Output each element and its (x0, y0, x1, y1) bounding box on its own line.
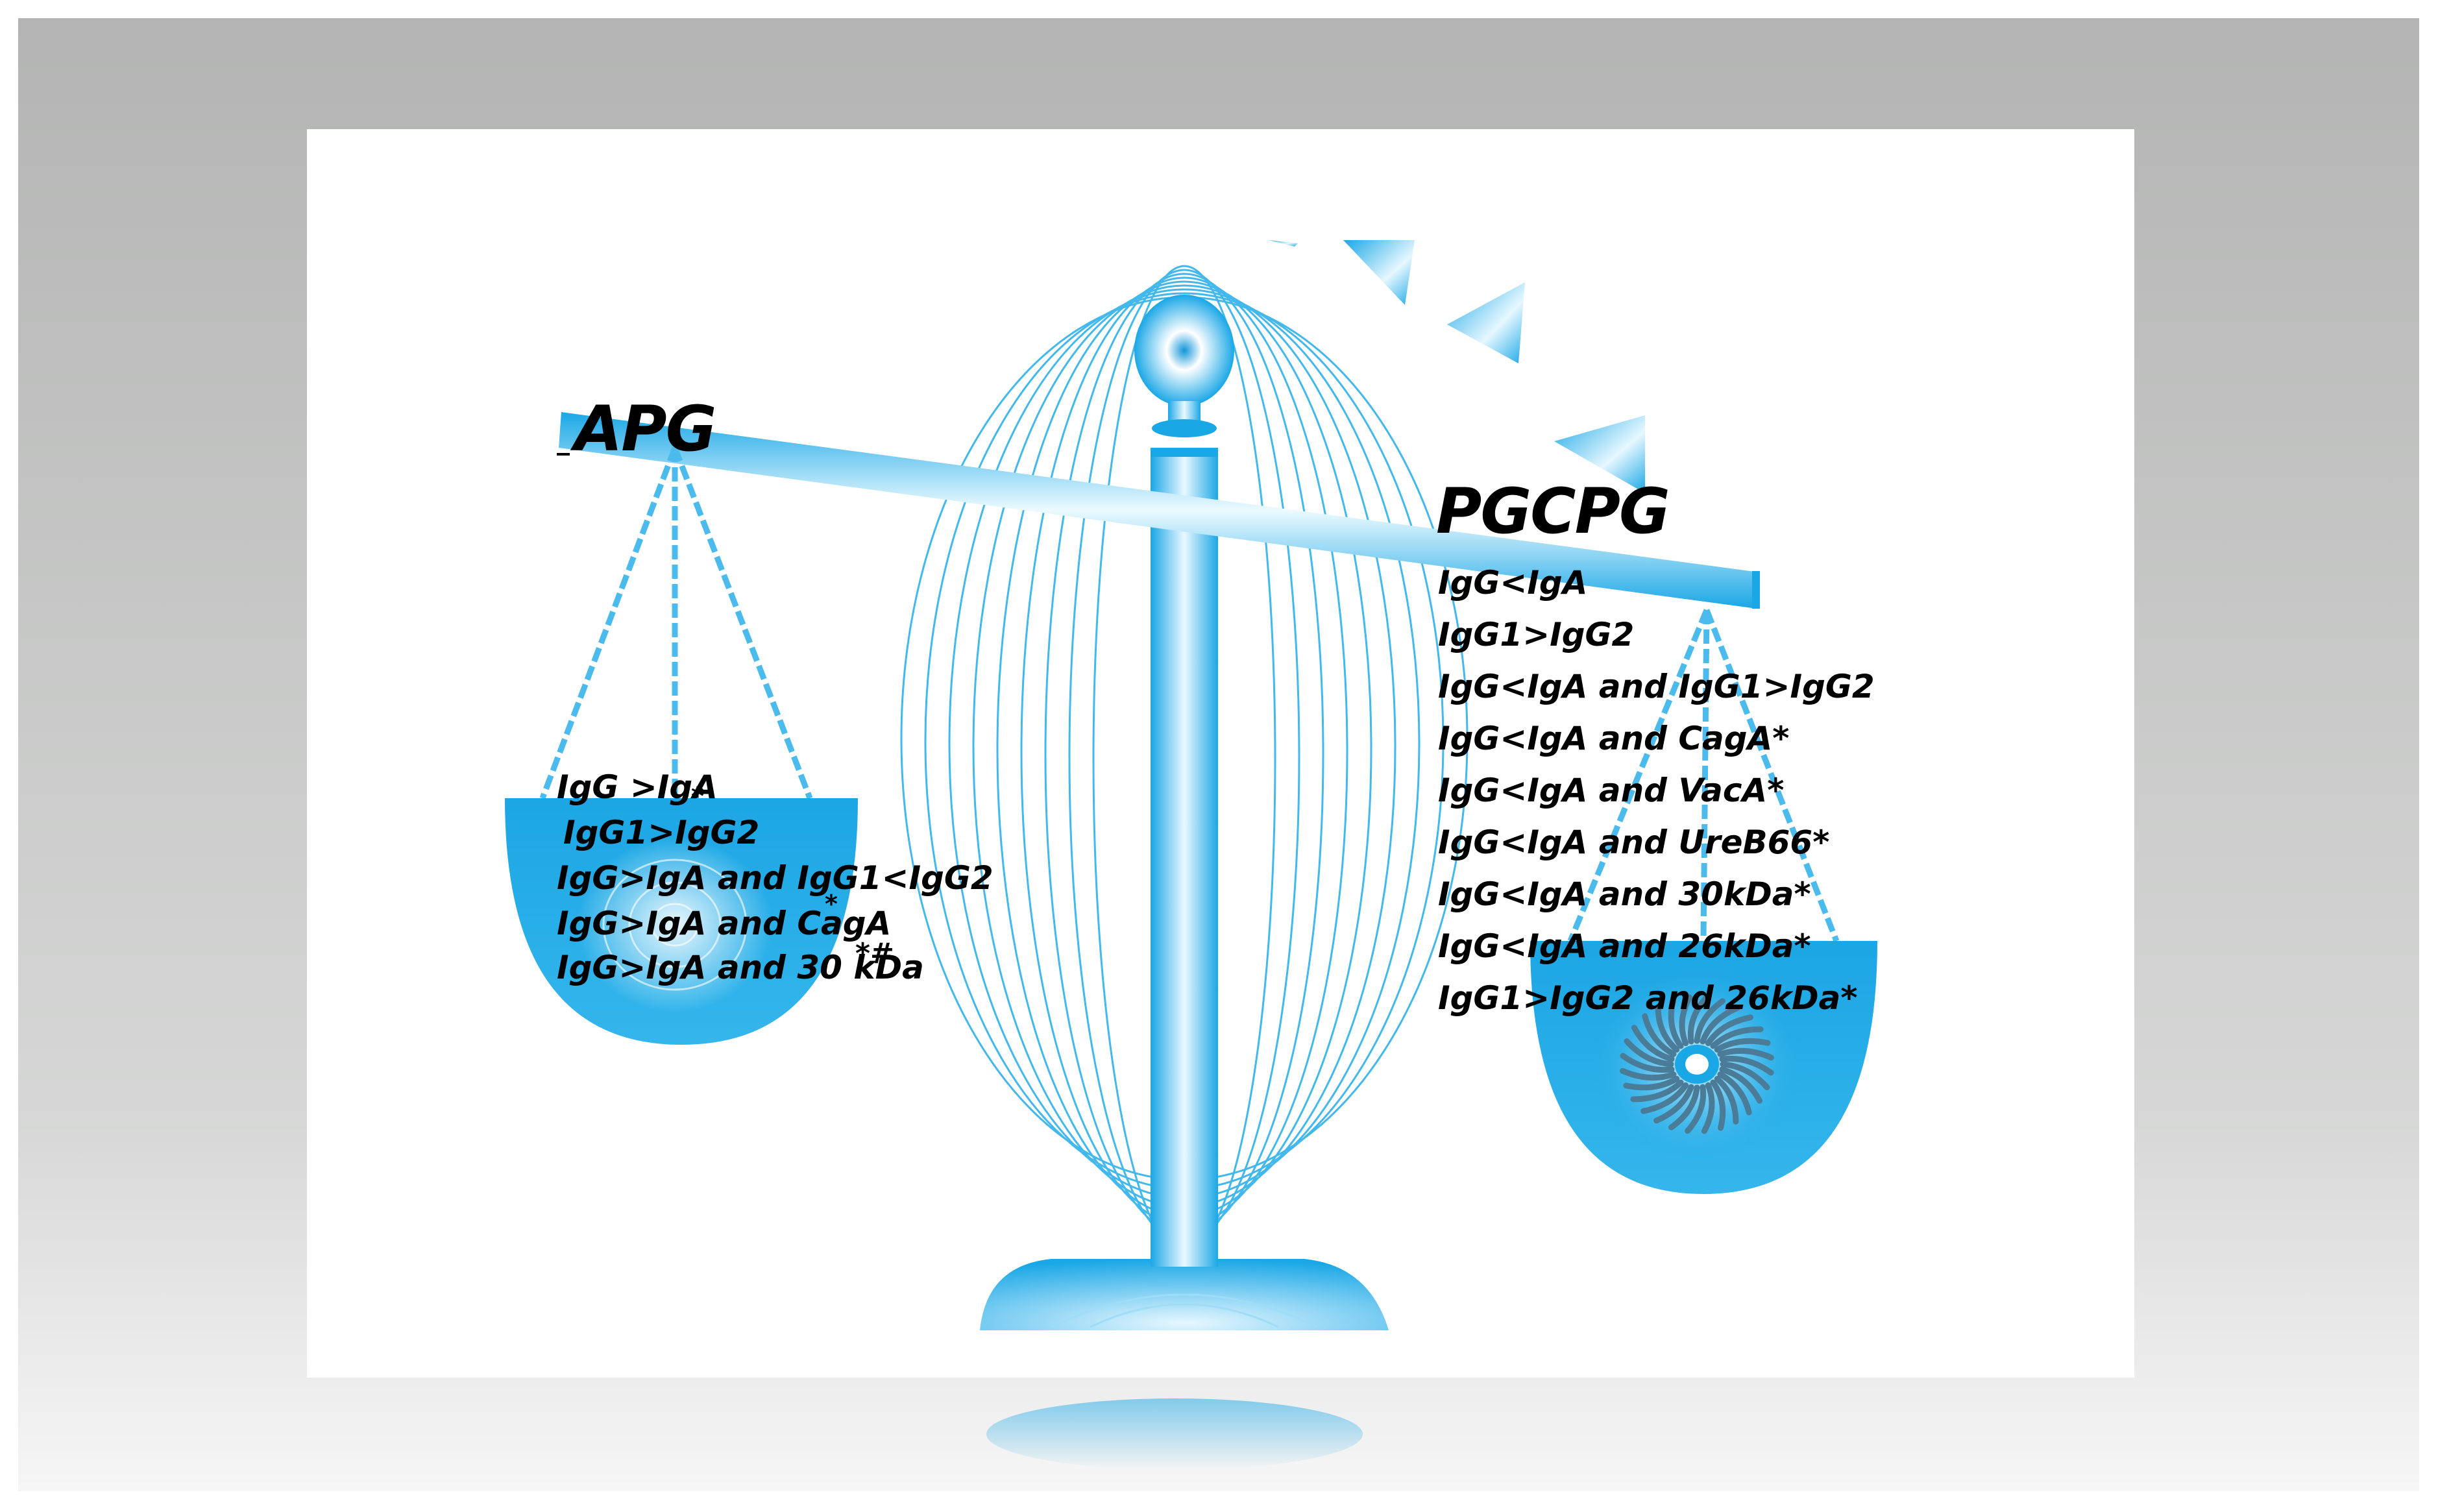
sunburst-ray (1701, 1082, 1715, 1134)
sunburst-ray (1623, 1075, 1680, 1091)
sunburst-ray (1620, 1067, 1677, 1081)
scale-pillar (1151, 448, 1218, 1267)
right-pan-item: IgG<IgA (1438, 564, 1588, 602)
dash-mark (557, 453, 570, 456)
left-pan-title: APG (574, 393, 716, 465)
left-pan-item: IgG >IgA (557, 768, 718, 806)
sunburst-ray (1642, 1013, 1677, 1057)
sunburst-ray (1630, 1079, 1684, 1103)
sunburst-ray (1700, 1005, 1740, 1045)
right-pan-item: IgG1>IgG2 (1438, 616, 1635, 653)
right-pan-item: IgG<IgA and 26kDa* (1438, 927, 1811, 965)
sunburst-ray (1719, 1055, 1774, 1076)
right-pan-item: IgG<IgA and VacA* (1438, 772, 1785, 809)
sunburst-ray (1668, 1084, 1700, 1130)
chain (672, 446, 813, 799)
right-pan-title: PGCPG (1436, 475, 1670, 548)
sunburst-ray (1679, 994, 1693, 1047)
sunburst-ray (1710, 1079, 1726, 1131)
right-pan-item: IgG1>IgG2 and 26kDa* (1438, 979, 1858, 1017)
chain (1703, 609, 1840, 942)
left-pan-item: IgG1>IgG2 (563, 814, 760, 851)
right-pan-item: IgG<IgA and UreB66* (1438, 823, 1830, 861)
chain (1700, 609, 1710, 942)
significance-mark: *# (855, 937, 894, 970)
sunburst-ray (1717, 1047, 1774, 1061)
scale-beam (559, 412, 1760, 609)
sunburst-ray (1668, 997, 1684, 1049)
sunburst-ray (1714, 1075, 1739, 1125)
sunburst-ray (1685, 1084, 1707, 1134)
sunburst-decoration (1620, 994, 1774, 1134)
left-pan (505, 798, 858, 1045)
sunburst-ray (1719, 1066, 1763, 1104)
sunburst-ray (1640, 1082, 1689, 1114)
left-pan-item: IgG>IgA and CagA (557, 905, 892, 942)
left-pan-item: IgG>IgA and 30 kDa (557, 949, 924, 986)
sunburst-ray (1714, 1038, 1771, 1053)
sunburst-ray (1655, 1004, 1680, 1053)
triangle-decoration (1269, 240, 1645, 493)
sunburst-ray (1653, 1084, 1694, 1124)
sunburst-ray (1720, 1061, 1770, 1090)
sunburst-ray (1710, 1026, 1764, 1049)
sunburst-ray (1705, 1014, 1753, 1047)
chain (1567, 609, 1710, 942)
right-pan-item: IgG<IgA and IgG1>IgG2 (1438, 668, 1875, 705)
sunburst-ray (1620, 1053, 1675, 1073)
right-pan-item: IgG<IgA and 30kDa* (1438, 875, 1811, 913)
sunburst-ray (1687, 994, 1709, 1045)
right-pan-item: IgG<IgA and CagA* (1438, 720, 1790, 757)
sunburst-ray (1717, 1071, 1752, 1116)
scale-knob (1134, 295, 1234, 406)
sunburst-ray (1624, 1038, 1674, 1067)
right-pan (1530, 941, 1877, 1194)
reflection (986, 1398, 1363, 1470)
significance-mark: * (691, 782, 704, 811)
left-pan-item: IgG>IgA and IgG1<IgG2 (557, 859, 993, 897)
chain (539, 446, 678, 799)
sunburst-ray (1694, 998, 1725, 1044)
significance-mark: * (825, 890, 838, 918)
base-arcs (1051, 1293, 1318, 1328)
chains (539, 446, 1840, 942)
sunburst-ray (1631, 1025, 1675, 1062)
